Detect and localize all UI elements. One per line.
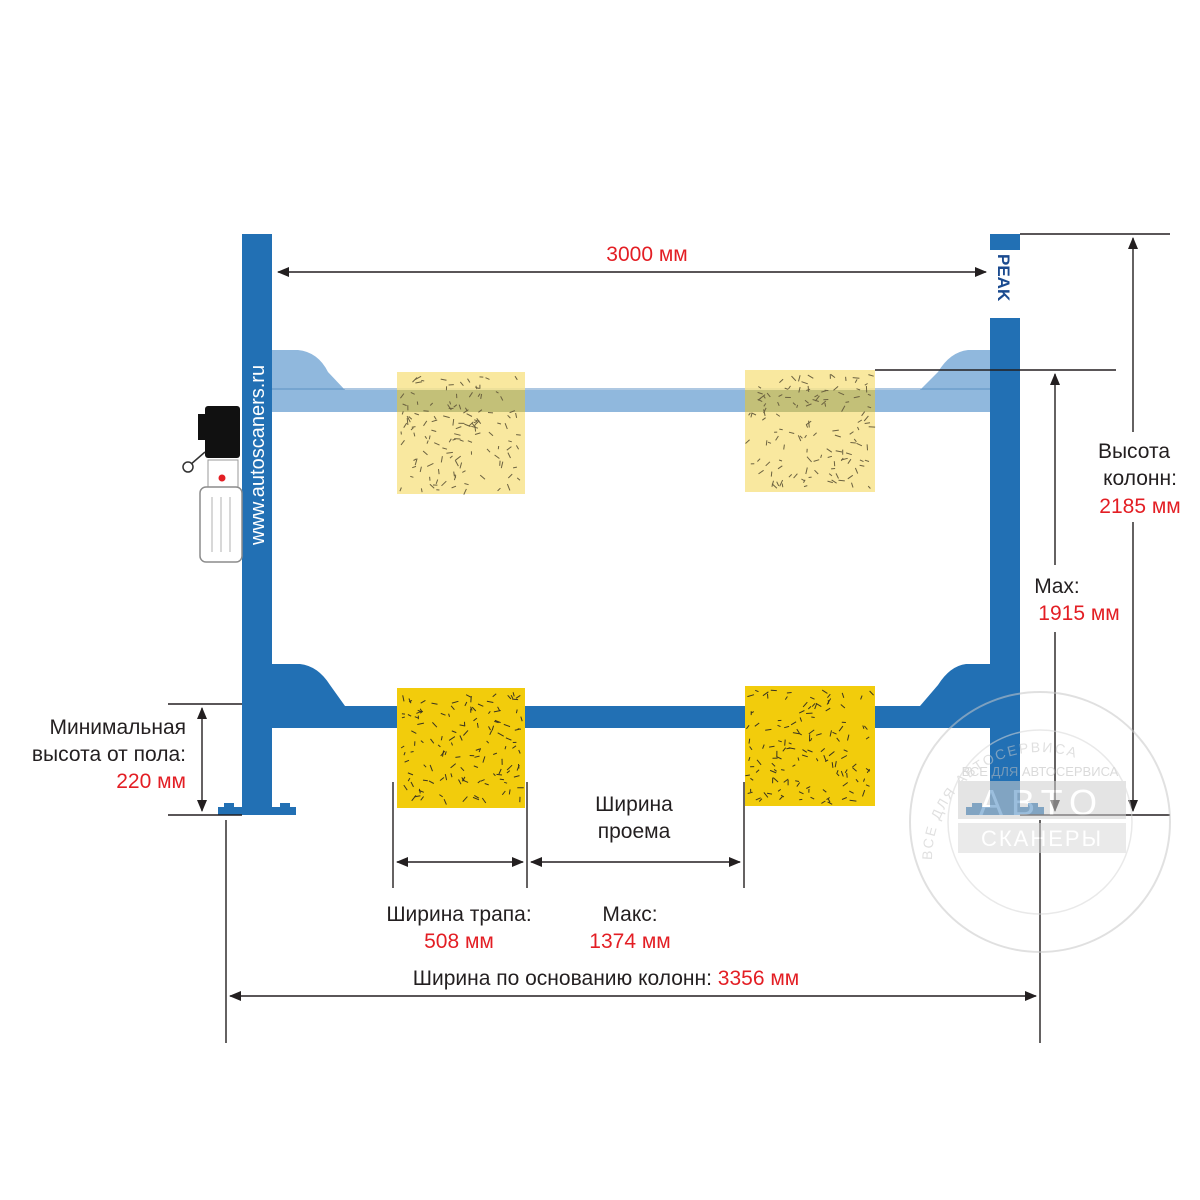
column-height-label-1: Высота bbox=[1098, 440, 1170, 463]
lower-right-ramp bbox=[920, 664, 990, 706]
lowered-pad-texture bbox=[400, 689, 874, 805]
motor-control-box bbox=[205, 406, 240, 458]
power-unit bbox=[182, 406, 243, 563]
left-column: www.autoscaners.ru bbox=[218, 234, 296, 815]
stamp-word2-bg bbox=[958, 823, 1126, 853]
raised-runway bbox=[272, 350, 990, 495]
opening-max-label: Макс: bbox=[602, 903, 657, 926]
opening-label-2: проема bbox=[598, 820, 671, 843]
base-width-label: Ширина по основанию колонн: 3356 мм bbox=[413, 967, 799, 990]
raised-pad-left-overlap bbox=[397, 390, 525, 412]
stamp-word1: АВТО bbox=[979, 782, 1105, 823]
raised-pad-right bbox=[745, 370, 875, 492]
column-height-value: 2185 мм bbox=[1099, 495, 1180, 518]
runway-width-label: Ширина трапа: bbox=[386, 903, 531, 926]
raised-left-ramp bbox=[272, 350, 345, 390]
dimension-lines bbox=[168, 233, 1170, 1043]
min-height-label-2: высота от пола: bbox=[32, 743, 186, 766]
lowered-runway bbox=[272, 664, 990, 808]
raised-pad-right-overlap bbox=[745, 390, 875, 412]
stamp-outer-ring bbox=[909, 691, 1171, 953]
lower-pad-right bbox=[745, 686, 875, 806]
left-base-plate bbox=[218, 807, 296, 815]
site-url-watermark: www.autoscaners.ru bbox=[247, 365, 269, 546]
lower-left-ramp bbox=[272, 664, 345, 706]
motor-switch-icon bbox=[182, 461, 194, 473]
opening-max-value: 1374 мм bbox=[589, 930, 670, 953]
opening-label-1: Ширина bbox=[595, 793, 673, 816]
stamp-top-text: ВСЕ ДЛЯ АВТОСЕРВИСА bbox=[962, 764, 1119, 779]
span-value: 3000 мм bbox=[606, 243, 687, 266]
runway-width-value: 508 мм bbox=[424, 930, 494, 953]
stamp-inner-ring bbox=[947, 729, 1133, 915]
max-height-value: 1915 мм bbox=[1038, 602, 1119, 625]
column-height-label-2: колонн: bbox=[1103, 467, 1177, 490]
lower-pad-left bbox=[397, 688, 525, 808]
right-column: PEAK bbox=[966, 234, 1044, 815]
min-height-value: 220 мм bbox=[116, 770, 186, 793]
dimension-labels: 3000 мм Высота колонн: 2185 мм Max: 1915… bbox=[32, 243, 1181, 990]
indicator-light-icon bbox=[218, 474, 226, 482]
raised-beam bbox=[272, 390, 990, 412]
base-width-label-text: Ширина по основанию колонн: bbox=[413, 967, 712, 990]
max-height-label: Max: bbox=[1034, 575, 1080, 598]
stamp-word1-bg bbox=[958, 781, 1126, 819]
base-width-value-text: 3356 мм bbox=[718, 967, 799, 990]
brand-label bbox=[990, 250, 1020, 318]
stamp-word2: СКАНЕРЫ bbox=[981, 826, 1103, 851]
min-height-label-1: Минимальная bbox=[49, 716, 186, 739]
raised-pad-texture bbox=[399, 373, 876, 495]
lower-beam bbox=[272, 706, 990, 728]
brand-logo: PEAK bbox=[994, 254, 1013, 302]
